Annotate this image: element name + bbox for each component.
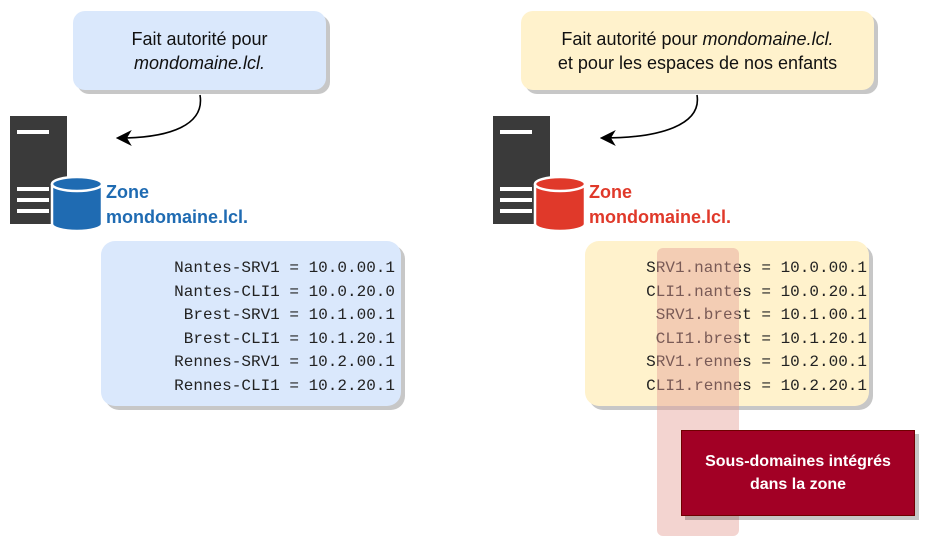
record-row: SRV1.rennes = 10.2.00.1 [646,353,867,371]
left-authority-note: Fait autorité pour mondomaine.lcl. [73,11,326,90]
right-records-list: SRV1.nantes = 10.0.00.1 CLI1.nantes = 10… [585,241,869,406]
record-row: CLI1.brest = 10.1.20.1 [655,329,867,348]
record-row: Nantes-CLI1 = 10.0.20.0 [174,282,395,301]
record-row: Rennes-SRV1 = 10.2.00.1 [174,353,395,371]
record-row: Nantes-SRV1 = 10.0.00.1 [174,259,395,277]
right-authority-note: Fait autorité pour mondomaine.lcl. et po… [521,11,874,90]
database-icon [50,175,104,233]
subdomains-callout: Sous-domaines intégrés dans la zone [681,430,915,516]
record-row: CLI1.nantes = 10.0.20.1 [646,282,867,301]
server-icon [493,116,587,233]
record-row: SRV1.brest = 10.1.00.1 [655,306,867,324]
record-row: Brest-SRV1 = 10.1.00.1 [183,306,395,324]
right-note-line2: et pour les espaces de nos enfants [557,52,838,73]
left-note-domain: mondomaine.lcl. [133,52,266,73]
record-row: Rennes-CLI1 = 10.2.20.1 [174,376,395,395]
curved-arrow-icon [115,94,202,146]
left-note-line1: Fait autorité pour [131,28,268,49]
server-icon [10,116,104,233]
database-icon [533,175,587,233]
right-note-prefix: Fait autorité pour [561,28,703,49]
record-row: Brest-CLI1 = 10.1.20.1 [183,329,395,348]
right-zone-title: Zone mondomaine.lcl. [589,182,732,227]
curved-arrow-icon [599,94,699,146]
record-row: CLI1.rennes = 10.2.20.1 [646,376,867,395]
right-note-domain: mondomaine.lcl. [702,28,834,49]
left-records-list: Nantes-SRV1 = 10.0.00.1 Nantes-CLI1 = 10… [101,241,401,406]
left-zone-title: Zone mondomaine.lcl. [106,182,249,227]
record-row: SRV1.nantes = 10.0.00.1 [646,259,867,277]
